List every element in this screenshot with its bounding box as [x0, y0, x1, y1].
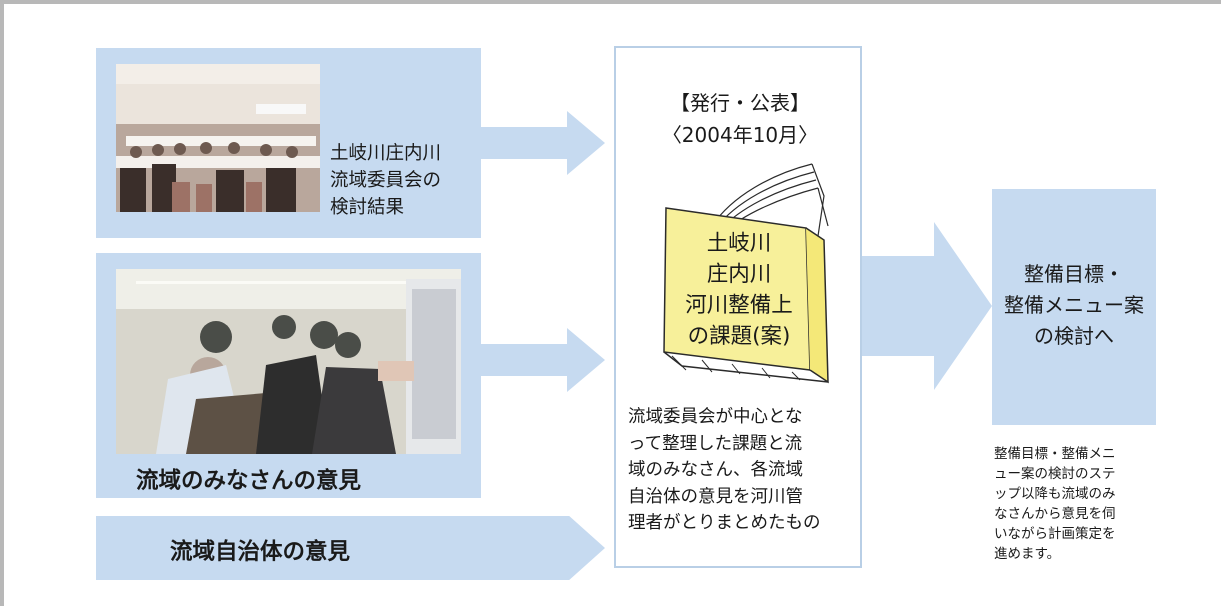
note-line: ュー案の検討のステ	[994, 466, 1116, 482]
description-line: 理者がとりまとめたもの	[628, 513, 821, 533]
result-text: 整備目標・ 整備メニュー案 の検討へ	[992, 259, 1156, 352]
result-line: の検討へ	[1034, 324, 1114, 348]
committee-panel: 土岐川庄内川 流域委員会の 検討結果	[96, 48, 481, 238]
note-line: ップ以降も流域のみ	[994, 486, 1116, 502]
committee-line: 流域委員会の	[330, 170, 442, 191]
committee-text: 土岐川庄内川 流域委員会の 検討結果	[330, 140, 441, 221]
municipalities-panel: 流域自治体の意見	[96, 516, 481, 580]
arrow-committee	[481, 111, 605, 175]
report-title-line: 土岐川	[706, 231, 772, 256]
report-title-line: の課題(案)	[687, 324, 791, 349]
publication-description: 流域委員会が中心とな って整理した課題と流 域のみなさん、各流域 自治体の意見を…	[628, 404, 858, 537]
report-title-line: 河川整備上	[685, 293, 793, 318]
note-line: 整備目標・整備メニ	[994, 446, 1116, 462]
report-title-line: 庄内川	[706, 262, 772, 287]
report-book-illustration	[663, 163, 829, 384]
result-box: 整備目標・ 整備メニュー案 の検討へ	[992, 189, 1156, 425]
description-line: って整理した課題と流	[628, 433, 803, 454]
note-line: 進めます。	[994, 546, 1061, 562]
note-line: いながら計画策定を	[994, 526, 1116, 542]
publication-box: 【発行・公表】 〈2004年10月〉 土岐川 庄内川 河川整備上 の課題(案)	[614, 46, 862, 568]
committee-meeting-photo	[116, 64, 320, 212]
publication-heading: 【発行・公表】	[670, 91, 810, 115]
committee-line: 検討結果	[330, 197, 405, 218]
report-title: 土岐川 庄内川 河川整備上 の課題(案)	[624, 228, 854, 352]
result-note: 整備目標・整備メニ ュー案の検討のステ ップ以降も流域のみ なさんから意見を伺 …	[994, 444, 1134, 564]
description-line: 自治体の意見を河川管	[628, 486, 803, 507]
result-line: 整備メニュー案	[1004, 293, 1144, 317]
result-line: 整備目標・	[1024, 262, 1124, 286]
residents-caption: 流域のみなさんの意見	[136, 468, 362, 494]
committee-line: 土岐川庄内川	[330, 143, 442, 164]
publication-date: 〈2004年10月〉	[661, 123, 819, 147]
municipalities-caption: 流域自治体の意見	[170, 539, 351, 565]
arrow-to-result	[862, 222, 992, 390]
description-line: 流域委員会が中心とな	[628, 407, 803, 427]
arrow-residents	[481, 328, 605, 392]
arrow-municipalities	[481, 516, 605, 580]
note-line: なさんから意見を伺	[994, 506, 1116, 522]
residents-panel: 流域のみなさんの意見	[96, 253, 481, 498]
residents-workshop-photo	[116, 269, 461, 454]
description-line: 域のみなさん、各流域	[628, 460, 803, 480]
